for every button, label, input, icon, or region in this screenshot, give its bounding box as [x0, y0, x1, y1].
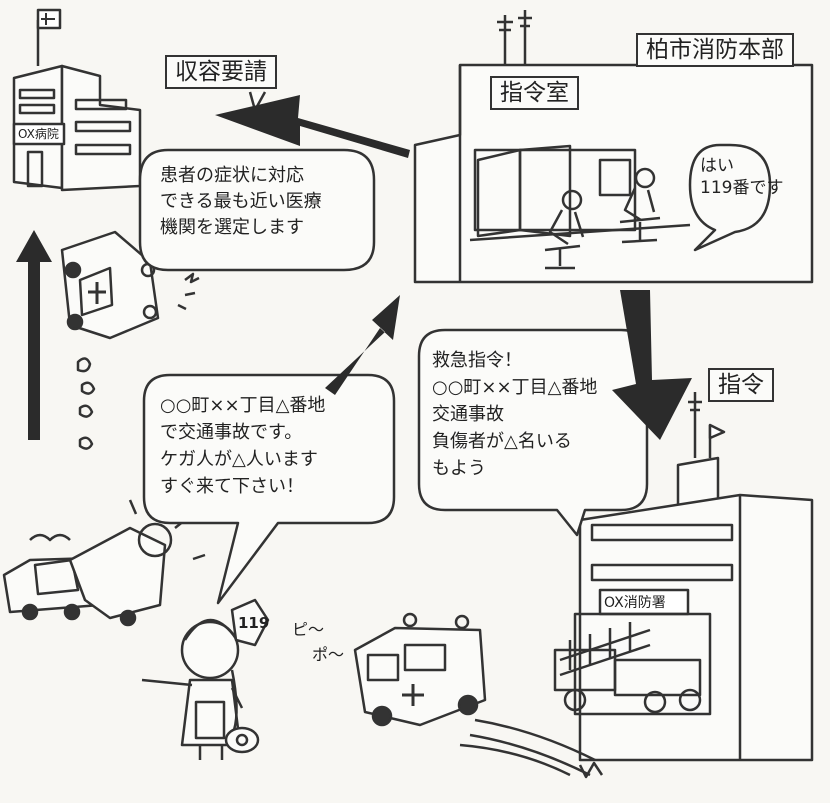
hospital-sign: OX病院: [18, 126, 59, 141]
hospital-select-bubble: [138, 148, 376, 272]
siren-sound-2: ポ〜: [312, 645, 344, 664]
hospital-building: [12, 8, 142, 192]
label-fire-hq: 柏市消防本部: [636, 33, 794, 67]
operator-bubble: [688, 143, 772, 252]
dispatch-command-bubble-text: 救急指令！ ○○町××丁目△番地 交通事故 負傷者が△名いる もよう: [432, 350, 598, 479]
flow-arrows: [16, 95, 692, 440]
label-admission-request: 収容要請: [165, 55, 277, 89]
car-accident: [2, 499, 206, 627]
caller-report-bubble: [142, 373, 396, 605]
label-command-room: 指令室: [490, 76, 579, 110]
operator-bubble-text: はい 119番です: [700, 156, 784, 198]
arrow-hospital-up: [16, 230, 52, 440]
phone-number-label: 119: [238, 614, 269, 632]
fire-station-building: [553, 392, 814, 762]
fire-station-sign: OX消防署: [604, 595, 666, 611]
siren-sound-1: ピ〜: [292, 620, 324, 639]
ambulance-departing: [353, 612, 604, 779]
hospital-select-bubble-text: 患者の症状に対応 できる最も近い医療 機関を選定します: [160, 165, 322, 238]
caller-report-bubble-text: ○○町××丁目△番地 で交通事故です。 ケガ人が△人います すぐ来て下さい！: [160, 395, 326, 497]
arrow-to-fire-station: [612, 290, 692, 440]
caller-woman: [141, 598, 270, 760]
label-dispatch-order: 指令: [708, 368, 774, 402]
arrow-to-hospital: [215, 95, 410, 158]
arrow-to-command-room: [325, 295, 400, 395]
